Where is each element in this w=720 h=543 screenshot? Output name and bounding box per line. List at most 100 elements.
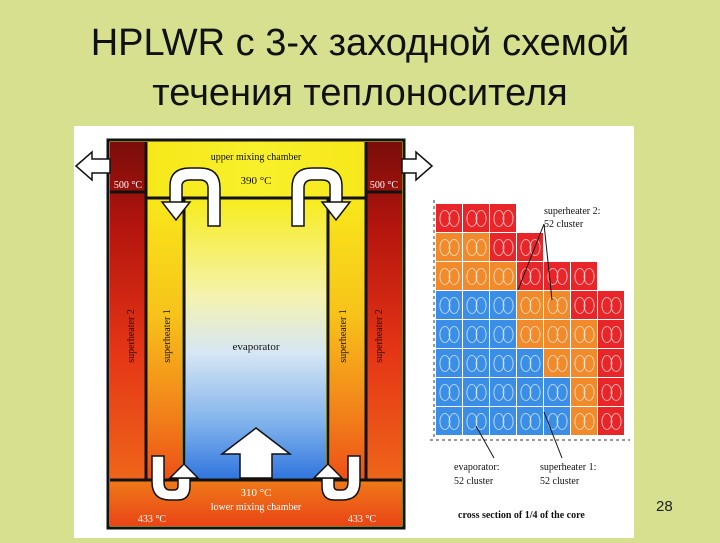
water-rod bbox=[466, 210, 478, 227]
title-line-1: HPLWR с 3-х заходной схемой bbox=[90, 22, 630, 64]
water-rod bbox=[601, 413, 613, 430]
water-rod bbox=[475, 268, 487, 285]
water-rod bbox=[520, 239, 532, 256]
water-rod bbox=[475, 297, 487, 314]
superheater2-left-label: superheater 2 bbox=[126, 309, 137, 363]
figure-svg: upper mixing chamber 390 °C 500 °C 500 °… bbox=[74, 138, 630, 530]
water-rod bbox=[493, 210, 505, 227]
water-rod bbox=[466, 413, 478, 430]
water-rod bbox=[475, 355, 487, 372]
water-rod bbox=[520, 355, 532, 372]
water-rod bbox=[610, 413, 622, 430]
core-cross-section: superheater 2: 52 cluster evaporator: 52… bbox=[430, 200, 630, 521]
evaporator-label: evaporator bbox=[232, 341, 279, 353]
superheater2-right-label: superheater 2 bbox=[374, 309, 385, 363]
water-rod bbox=[556, 413, 568, 430]
water-rod bbox=[574, 268, 586, 285]
water-rod bbox=[448, 268, 460, 285]
left-outlet-arrow bbox=[74, 150, 111, 182]
water-rod bbox=[466, 384, 478, 401]
water-rod bbox=[448, 355, 460, 372]
water-rod bbox=[448, 297, 460, 314]
water-rod bbox=[547, 268, 559, 285]
water-rod bbox=[520, 413, 532, 430]
water-rod bbox=[448, 413, 460, 430]
left-outlet-temp: 500 °C bbox=[114, 180, 142, 191]
water-rod bbox=[448, 210, 460, 227]
water-rod bbox=[547, 384, 559, 401]
water-rod bbox=[556, 297, 568, 314]
superheater1-left-channel bbox=[146, 198, 182, 488]
water-rod bbox=[574, 384, 586, 401]
water-rod bbox=[466, 268, 478, 285]
water-rod bbox=[493, 384, 505, 401]
water-rod bbox=[466, 355, 478, 372]
water-rod bbox=[502, 268, 514, 285]
superheater1-right-channel bbox=[330, 198, 366, 488]
water-rod bbox=[583, 326, 595, 343]
lower-left-turn-arrow bbox=[151, 455, 200, 501]
core-caption: cross section of 1/4 of the core bbox=[458, 510, 585, 521]
title-line-2: течения теплоносителя bbox=[152, 72, 568, 114]
water-rod bbox=[520, 268, 532, 285]
water-rod bbox=[610, 384, 622, 401]
page-number: 28 bbox=[656, 498, 673, 515]
water-rod bbox=[583, 413, 595, 430]
fuel-assembly-grid bbox=[436, 204, 624, 435]
water-rod bbox=[529, 413, 541, 430]
superheater2-left-channel bbox=[110, 142, 146, 492]
superheater2-callout-line2: 52 cluster bbox=[544, 219, 584, 230]
water-rod bbox=[601, 355, 613, 372]
water-rod bbox=[439, 355, 451, 372]
upper-chamber-label: upper mixing chamber bbox=[211, 152, 302, 163]
water-rod bbox=[475, 239, 487, 256]
water-rod bbox=[556, 355, 568, 372]
water-rod bbox=[493, 239, 505, 256]
water-rod bbox=[439, 239, 451, 256]
water-rod bbox=[475, 413, 487, 430]
water-rod bbox=[583, 355, 595, 372]
superheater1-callout-line2: 52 cluster bbox=[540, 476, 580, 487]
evaporator-callout-line2: 52 cluster bbox=[454, 476, 494, 487]
water-rod bbox=[448, 239, 460, 256]
water-rod bbox=[547, 297, 559, 314]
water-rod bbox=[466, 297, 478, 314]
water-rod bbox=[601, 326, 613, 343]
water-rod bbox=[556, 384, 568, 401]
water-rod bbox=[601, 297, 613, 314]
water-rod bbox=[502, 355, 514, 372]
water-rod bbox=[529, 355, 541, 372]
water-rod bbox=[493, 268, 505, 285]
slide-title: HPLWR с 3-х заходной схемой течения тепл… bbox=[0, 18, 720, 118]
water-rod bbox=[601, 384, 613, 401]
water-rod bbox=[502, 326, 514, 343]
lower-right-turn-arrow bbox=[312, 455, 361, 501]
water-rod bbox=[529, 239, 541, 256]
water-rod bbox=[547, 326, 559, 343]
upper-right-turn-arrow bbox=[291, 167, 352, 227]
water-rod bbox=[583, 297, 595, 314]
lower-chamber-label: lower mixing chamber bbox=[211, 502, 302, 513]
water-rod bbox=[439, 326, 451, 343]
water-rod bbox=[448, 326, 460, 343]
water-rod bbox=[502, 384, 514, 401]
water-rod bbox=[466, 326, 478, 343]
water-rod bbox=[439, 297, 451, 314]
water-rod bbox=[529, 326, 541, 343]
water-rod bbox=[439, 268, 451, 285]
right-outlet-temp: 500 °C bbox=[370, 180, 398, 191]
water-rod bbox=[529, 384, 541, 401]
water-rod bbox=[493, 297, 505, 314]
water-rod bbox=[520, 326, 532, 343]
water-rod bbox=[556, 268, 568, 285]
superheater2-right-channel bbox=[366, 142, 402, 492]
water-rod bbox=[475, 384, 487, 401]
water-rod bbox=[502, 210, 514, 227]
water-rod bbox=[547, 355, 559, 372]
water-rod bbox=[439, 384, 451, 401]
water-rod bbox=[529, 268, 541, 285]
water-rod bbox=[466, 239, 478, 256]
upper-temp-label: 390 °C bbox=[241, 175, 272, 187]
water-rod bbox=[502, 297, 514, 314]
figure-panel: upper mixing chamber 390 °C 500 °C 500 °… bbox=[74, 126, 634, 538]
